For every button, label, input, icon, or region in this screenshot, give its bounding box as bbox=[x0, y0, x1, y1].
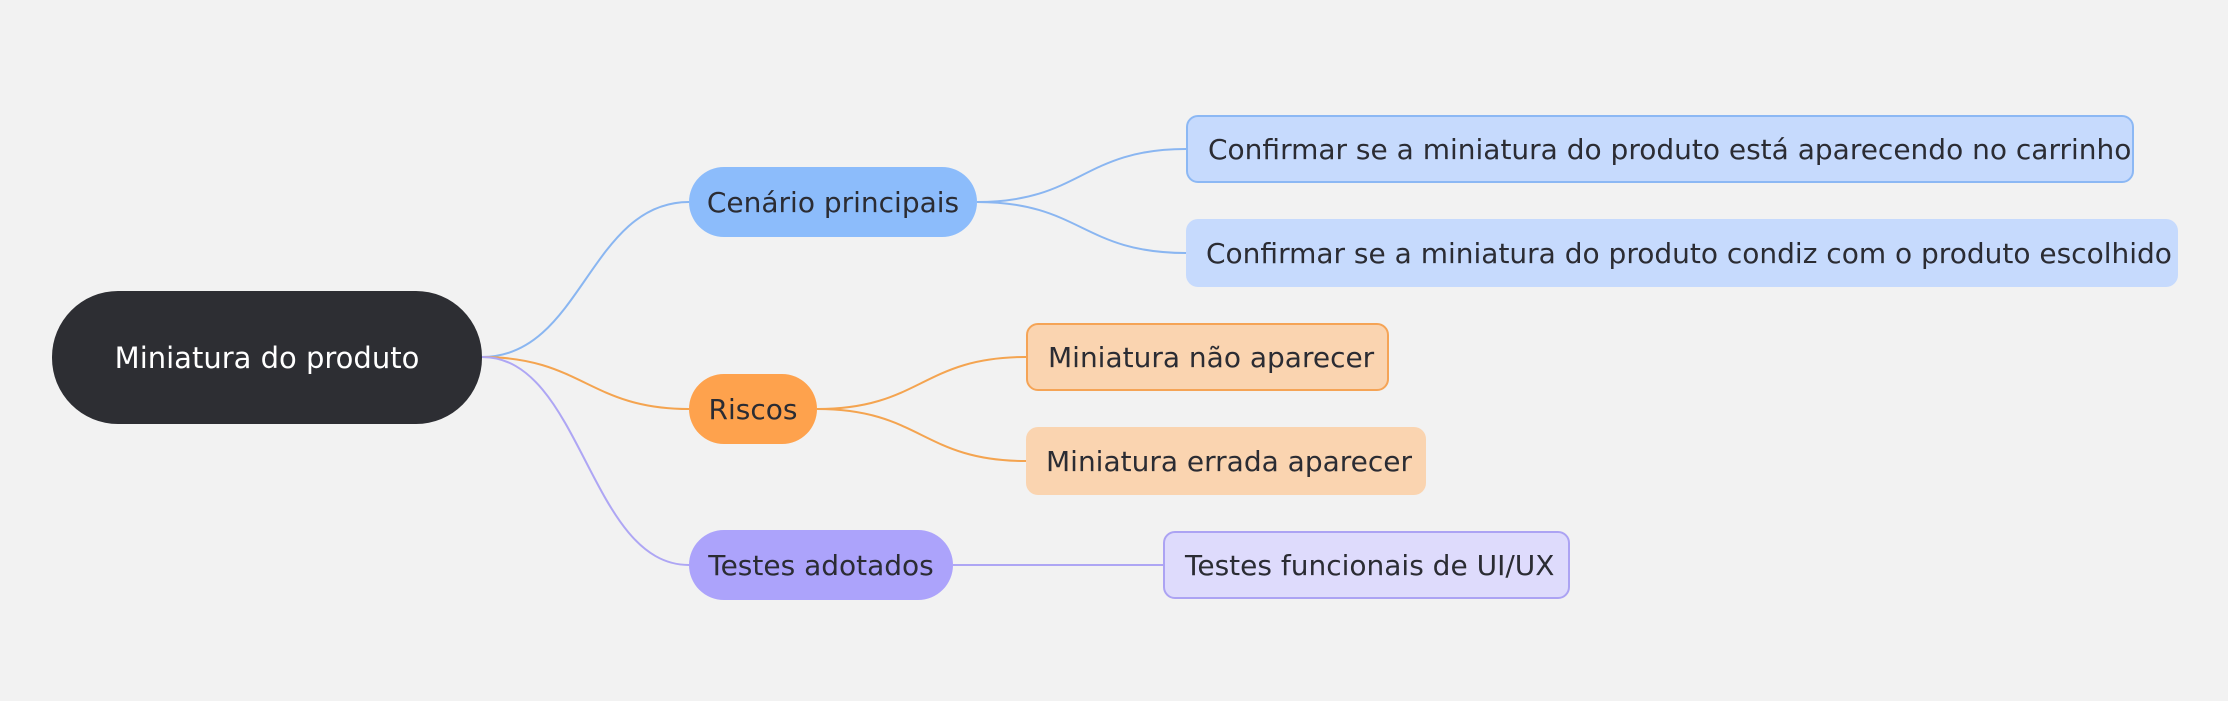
leaf-node-miniatura-errada-aparecer[interactable]: Miniatura errada aparecer bbox=[1026, 427, 1426, 495]
root-node-label: Miniatura do produto bbox=[114, 340, 420, 375]
connector-cenario-leaf-2 bbox=[976, 201, 1187, 254]
leaf-node-label: Testes funcionais de UI/UX bbox=[1185, 548, 1555, 582]
connector-root-testes bbox=[481, 356, 690, 566]
connector-cenario-leaf-1 bbox=[976, 148, 1187, 203]
branch-node-label: Testes adotados bbox=[708, 548, 934, 582]
connector-riscos-leaf-1 bbox=[816, 356, 1027, 410]
leaf-node-label: Miniatura não aparecer bbox=[1048, 340, 1375, 374]
branch-node-label: Cenário principais bbox=[706, 185, 960, 219]
leaf-node-miniatura-nao-aparecer[interactable]: Miniatura não aparecer bbox=[1026, 323, 1389, 391]
leaf-node-miniatura-aparecendo-carrinho[interactable]: Confirmar se a miniatura do produto está… bbox=[1186, 115, 2134, 183]
connector-riscos-leaf-2 bbox=[816, 408, 1027, 462]
branch-node-riscos[interactable]: Riscos bbox=[689, 374, 817, 444]
leaf-node-miniatura-condiz-produto[interactable]: Confirmar se a miniatura do produto cond… bbox=[1186, 219, 2178, 287]
leaf-node-label: Confirmar se a miniatura do produto está… bbox=[1208, 132, 2132, 166]
connector-root-riscos bbox=[481, 356, 690, 410]
branch-node-testes-adotados[interactable]: Testes adotados bbox=[689, 530, 953, 600]
root-node[interactable]: Miniatura do produto bbox=[52, 291, 482, 424]
leaf-node-label: Miniatura errada aparecer bbox=[1046, 444, 1413, 478]
leaf-node-label: Confirmar se a miniatura do produto cond… bbox=[1206, 236, 2172, 270]
leaf-node-testes-funcionais-ui-ux[interactable]: Testes funcionais de UI/UX bbox=[1163, 531, 1570, 599]
branch-node-cenario-principais[interactable]: Cenário principais bbox=[689, 167, 977, 237]
branch-node-label: Riscos bbox=[708, 392, 798, 426]
connector-root-cenario bbox=[481, 201, 690, 358]
